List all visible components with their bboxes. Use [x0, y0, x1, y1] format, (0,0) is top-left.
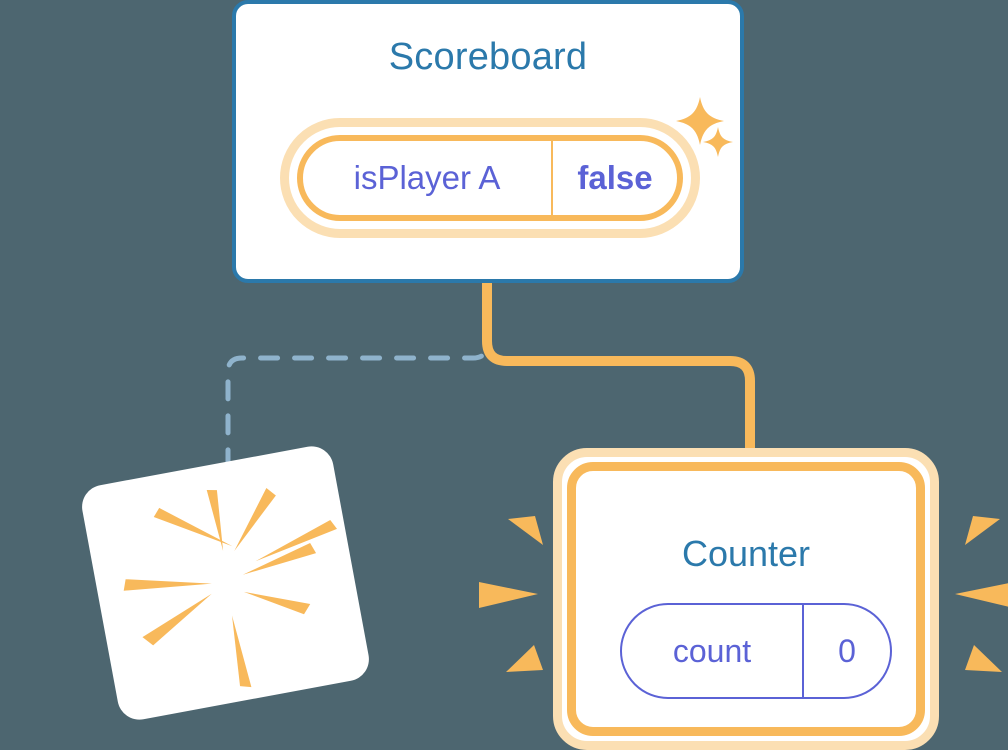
scoreboard-state-pill-inner: isPlayer A false: [297, 135, 683, 221]
burst-ray-icon: [142, 593, 212, 646]
burst-ray-icon: [206, 489, 224, 551]
sparkle-small-icon: [703, 127, 733, 157]
burst-ray-icon: [232, 615, 252, 688]
burst-ray-icon: [955, 583, 1008, 607]
burst-ray-icon: [242, 543, 317, 575]
burst-ray-icon: [123, 579, 212, 591]
scoreboard-title: Scoreboard: [388, 36, 588, 78]
burst-ray-icon: [508, 516, 543, 545]
burst-ray-icon: [153, 507, 233, 547]
burst-ray-icon: [234, 488, 276, 551]
burst-ray-icon: [243, 591, 311, 615]
solid-connector-scoreboard-to-counter: [482, 283, 755, 460]
burst-ray-icon: [479, 582, 538, 608]
burst-rays-counter-left: [479, 516, 543, 672]
scoreboard-state-key: isPlayer A: [303, 141, 553, 215]
counter-card-inner: Counter count 0: [567, 462, 925, 736]
burst-rays-counter-right: [955, 516, 1008, 672]
counter-state-value: 0: [838, 632, 856, 669]
burst-ray-icon: [965, 645, 1002, 672]
burst-ray-icon: [965, 516, 1000, 545]
counter-card[interactable]: Counter count 0: [553, 448, 939, 750]
scoreboard-state-value: false: [577, 159, 653, 196]
counter-state-key: count: [622, 605, 804, 697]
counter-state-pill[interactable]: count 0: [620, 603, 892, 699]
burst-ray-icon: [255, 519, 337, 562]
dashed-connector-scoreboard-to-blank-card: [225, 287, 490, 465]
scoreboard-card[interactable]: Scoreboard isPlayer A false: [232, 0, 744, 283]
burst-ray-icon: [506, 645, 543, 672]
burst-rays-blank-card: [123, 488, 337, 688]
counter-title: Counter: [681, 533, 811, 574]
sparkle-large-icon: [676, 97, 724, 145]
scoreboard-state-pill[interactable]: isPlayer A false: [280, 118, 700, 238]
